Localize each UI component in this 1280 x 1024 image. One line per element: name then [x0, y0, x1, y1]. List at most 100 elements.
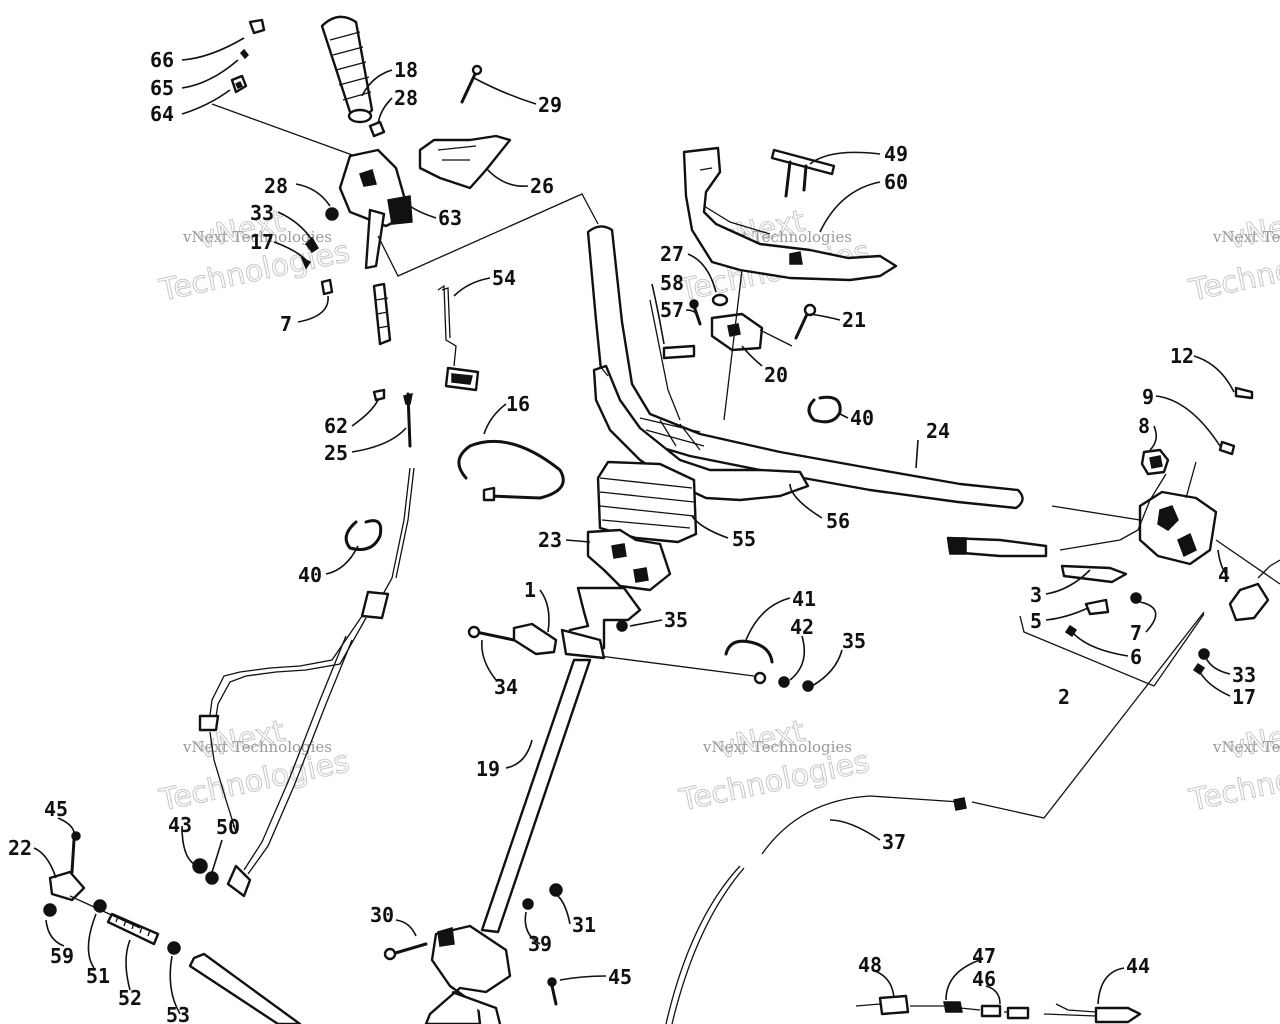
- callout-28: 28: [264, 174, 288, 198]
- assembly-line: [723, 269, 743, 421]
- callout-51: 51: [86, 964, 110, 988]
- part-nut-59: [43, 903, 57, 917]
- callout-1: 1: [524, 578, 536, 602]
- callout-17: 17: [1232, 685, 1256, 709]
- part-switch-54: [437, 284, 480, 392]
- part-nut-33: [1198, 648, 1210, 660]
- part-bar-cover-56: [592, 364, 810, 502]
- part-washer-42: [753, 671, 790, 688]
- callout-8: 8: [1138, 414, 1150, 438]
- callout-64: 64: [150, 102, 174, 126]
- part-cable-3: [946, 536, 1128, 584]
- callout-55: 55: [732, 527, 756, 551]
- callout-41: 41: [792, 587, 816, 611]
- callout-22: 22: [8, 836, 32, 860]
- callout-47: 47: [972, 944, 996, 968]
- part-boot-55: [596, 460, 698, 544]
- callout-31: 31: [572, 913, 596, 937]
- assembly-line: [971, 611, 1205, 819]
- callout-19: 19: [476, 757, 500, 781]
- part-bolt-57: [689, 299, 702, 326]
- callout-6: 6: [1130, 645, 1142, 669]
- part-handlebar-pad-60: [682, 146, 898, 282]
- part-bracket-49: [770, 148, 836, 198]
- part-screw-17: [300, 236, 320, 270]
- callout-43: 43: [168, 813, 192, 837]
- callout-53: 53: [166, 1003, 190, 1024]
- callout-28: 28: [394, 86, 418, 110]
- callout-24: 24: [926, 419, 950, 443]
- part-steering-arm: [424, 924, 512, 1024]
- callout-49: 49: [884, 142, 908, 166]
- watermark: vNext Technologies vNext Technologies: [155, 713, 353, 819]
- callout-62: 62: [324, 414, 348, 438]
- callout-4: 4: [1218, 563, 1230, 587]
- part-snap-ring-40: [344, 519, 383, 551]
- svg-text:vNext Technologies: vNext Technologies: [182, 738, 332, 756]
- assembly-bracket-2: [1019, 613, 1205, 687]
- part-bolt-45: [547, 977, 558, 1006]
- callout-65: 65: [150, 76, 174, 100]
- callout-37: 37: [882, 830, 906, 854]
- callout-60: 60: [884, 170, 908, 194]
- part-plug-66: [248, 18, 266, 35]
- part-screw-7: [1130, 592, 1142, 604]
- part-washer-27: [711, 293, 729, 307]
- callout-35: 35: [664, 608, 688, 632]
- part-clamp-block-20: [710, 312, 764, 352]
- part-screw-7: [320, 278, 334, 296]
- callout-54: 54: [492, 266, 516, 290]
- part-throttle-cable: [198, 467, 415, 898]
- svg-text:vNext Technologies: vNext Technologies: [182, 228, 332, 246]
- part-washer-28: [368, 120, 386, 138]
- part-washer-39: [522, 898, 534, 910]
- callout-40: 40: [850, 406, 874, 430]
- callout-45: 45: [608, 965, 632, 989]
- part-clip-5: [1084, 598, 1110, 616]
- callout-16: 16: [506, 392, 530, 416]
- callout-21: 21: [842, 308, 866, 332]
- callout-27: 27: [660, 242, 684, 266]
- part-pin-58: [662, 344, 696, 360]
- part-tie-rod-end-22: [48, 831, 86, 902]
- callout-23: 23: [538, 528, 562, 552]
- assembly-line: [649, 299, 681, 421]
- callout-57: 57: [660, 298, 684, 322]
- svg-text:vNext Technologies: vNext Technologies: [1212, 228, 1280, 246]
- assembly-line: [759, 329, 793, 347]
- callout-42: 42: [790, 615, 814, 639]
- callout-17: 17: [250, 230, 274, 254]
- callout-50: 50: [216, 815, 240, 839]
- part-bolt-34: [467, 625, 516, 642]
- part-screw-17: [1192, 662, 1206, 676]
- callout-33: 33: [1232, 663, 1256, 687]
- callout-35: 35: [842, 629, 866, 653]
- part-lever-bracket: [1215, 539, 1280, 622]
- part-screw-12: [1234, 386, 1254, 400]
- callout-52: 52: [118, 986, 142, 1010]
- part-clip-1: [512, 622, 558, 656]
- part-nut-35: [616, 620, 628, 632]
- svg-text:vNext Technologies: vNext Technologies: [1212, 738, 1280, 756]
- callout-66: 66: [150, 48, 174, 72]
- leader-lines: [33, 37, 1235, 1015]
- callout-63: 63: [438, 206, 462, 230]
- part-pin-25: [403, 392, 413, 448]
- part-steering-clamp-23: [586, 528, 672, 592]
- assembly-line: [211, 103, 356, 157]
- callout-59: 59: [50, 944, 74, 968]
- callout-9: 9: [1142, 385, 1154, 409]
- part-brake-lever-26: [418, 134, 512, 190]
- callout-5: 5: [1030, 609, 1042, 633]
- part-clip-64: [230, 74, 248, 94]
- callout-40: 40: [298, 563, 322, 587]
- part-steering-post-19: [480, 586, 642, 934]
- part-bolt-29: [460, 64, 483, 104]
- callout-34: 34: [494, 675, 518, 699]
- callout-46: 46: [972, 967, 996, 991]
- part-snap-ring-40: [807, 395, 842, 424]
- assembly-line: [377, 193, 599, 277]
- part-tie-rod: [69, 895, 302, 1024]
- part-grip-18: [320, 15, 374, 124]
